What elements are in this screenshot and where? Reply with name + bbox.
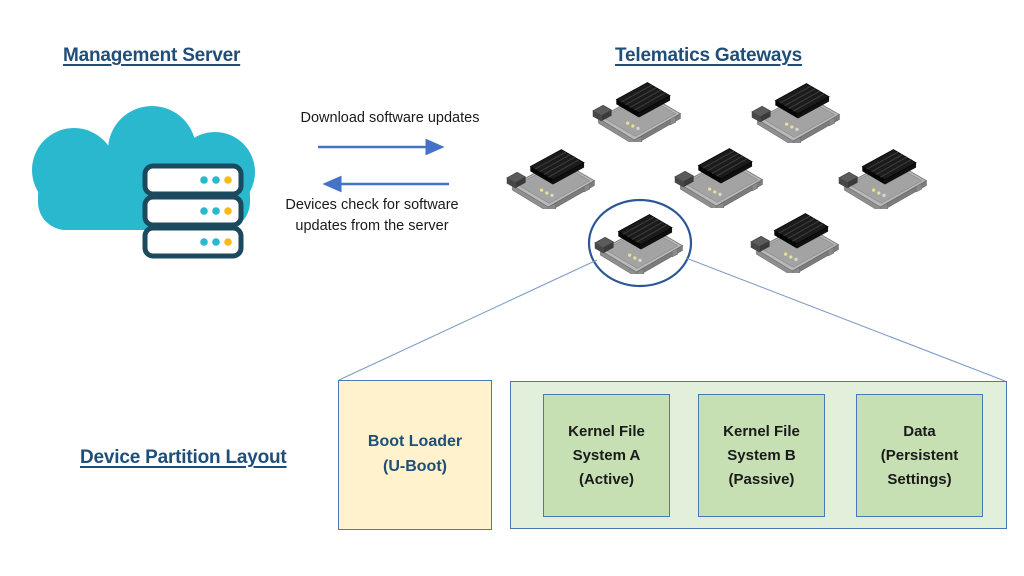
device-highlight-circle bbox=[587, 198, 693, 288]
management-server-title: Management Server bbox=[63, 45, 241, 66]
partition-container: Kernel File System A (Active) Kernel Fil… bbox=[510, 381, 1007, 529]
check-flow-label: Devices check for software updates from … bbox=[285, 197, 459, 235]
gateway-device-icon bbox=[751, 83, 840, 143]
download-flow-label: Download software updates bbox=[300, 110, 480, 126]
kernel-b-label: Kernel File System B (Passive) bbox=[723, 422, 800, 488]
data-partition-label: Data (Persistent Settings) bbox=[880, 422, 959, 488]
gateway-device-icon bbox=[674, 148, 763, 208]
gateway-device-cluster bbox=[506, 82, 927, 274]
gateway-device-icon bbox=[594, 214, 683, 274]
kernel-b-partition: Kernel File System B (Passive) bbox=[698, 394, 825, 517]
callout-line-right bbox=[685, 257, 1006, 382]
gateway-device-icon bbox=[506, 149, 595, 209]
callout-line-left bbox=[338, 259, 598, 381]
boot-loader-partition: Boot Loader (U-Boot) bbox=[338, 380, 492, 530]
kernel-a-label: Kernel File System A (Active) bbox=[568, 422, 645, 488]
gateway-device-icon bbox=[750, 213, 839, 273]
gateway-device-icon bbox=[592, 82, 681, 142]
server-stack-icon bbox=[142, 163, 244, 259]
device-partition-layout-title: Device Partition Layout bbox=[80, 447, 287, 468]
data-partition: Data (Persistent Settings) bbox=[856, 394, 983, 517]
cloud-server-icon bbox=[32, 106, 255, 259]
kernel-a-partition: Kernel File System A (Active) bbox=[543, 394, 670, 517]
boot-loader-label: Boot Loader (U-Boot) bbox=[367, 433, 463, 475]
telematics-gateways-title: Telematics Gateways bbox=[615, 45, 803, 66]
gateway-device-icon bbox=[838, 149, 927, 209]
